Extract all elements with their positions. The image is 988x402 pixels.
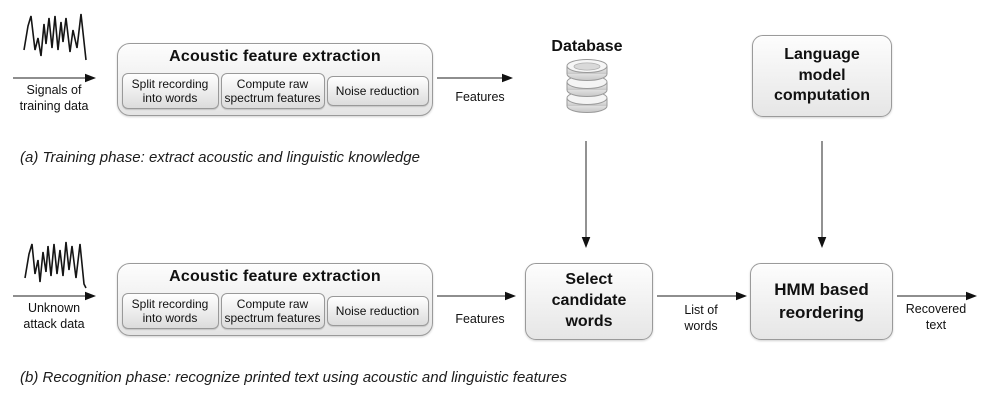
arrow-hmm-output: [897, 291, 977, 301]
step-noise-reduction-b: Noise reduction: [326, 296, 429, 326]
acoustic-feature-extraction-box-a: Acoustic feature extraction Split record…: [117, 43, 433, 116]
database-icon: [566, 59, 608, 113]
arrow-languagemodel-to-hmm: [817, 141, 827, 248]
arrow-features-a: [437, 73, 513, 83]
step-split-recording-a: Split recording into words: [121, 73, 219, 109]
database-label: Database: [551, 38, 623, 55]
acoustic-feature-steps-a: Split recording into words Compute raw s…: [118, 73, 432, 109]
arrow-features-b: [437, 291, 516, 301]
step-compute-spectrum-a: Compute raw spectrum features: [220, 73, 325, 109]
caption-phase-b: (b) Recognition phase: recognize printed…: [20, 369, 567, 386]
arrow-database-to-select: [581, 141, 591, 248]
recovered-text-label: Recovered text: [905, 302, 967, 333]
waveform-icon-a: [23, 13, 87, 61]
input-label-b: Unknown attack data: [23, 301, 85, 332]
features-label-b: Features: [455, 312, 505, 326]
select-candidate-words-box: Select candidate words: [525, 263, 653, 340]
caption-phase-a: (a) Training phase: extract acoustic and…: [20, 149, 420, 166]
waveform-icon-b: [24, 241, 87, 289]
arrow-input-a: [13, 73, 96, 83]
features-label-a: Features: [455, 90, 505, 104]
acoustic-feature-steps-b: Split recording into words Compute raw s…: [118, 293, 432, 329]
arrow-input-b: [13, 291, 96, 301]
acoustic-feature-extraction-title-b: Acoustic feature extraction: [169, 268, 381, 285]
acoustic-feature-extraction-title-a: Acoustic feature extraction: [169, 48, 381, 65]
language-model-computation-box: Language model computation: [752, 35, 892, 117]
acoustic-feature-extraction-box-b: Acoustic feature extraction Split record…: [117, 263, 433, 336]
step-compute-spectrum-b: Compute raw spectrum features: [220, 293, 325, 329]
hmm-based-reordering-box: HMM based reordering: [750, 263, 893, 340]
list-of-words-label: List of words: [684, 303, 718, 334]
arrow-select-to-hmm: [657, 291, 747, 301]
input-label-a: Signals of training data: [19, 83, 89, 114]
step-noise-reduction-a: Noise reduction: [326, 76, 429, 106]
step-split-recording-b: Split recording into words: [121, 293, 219, 329]
